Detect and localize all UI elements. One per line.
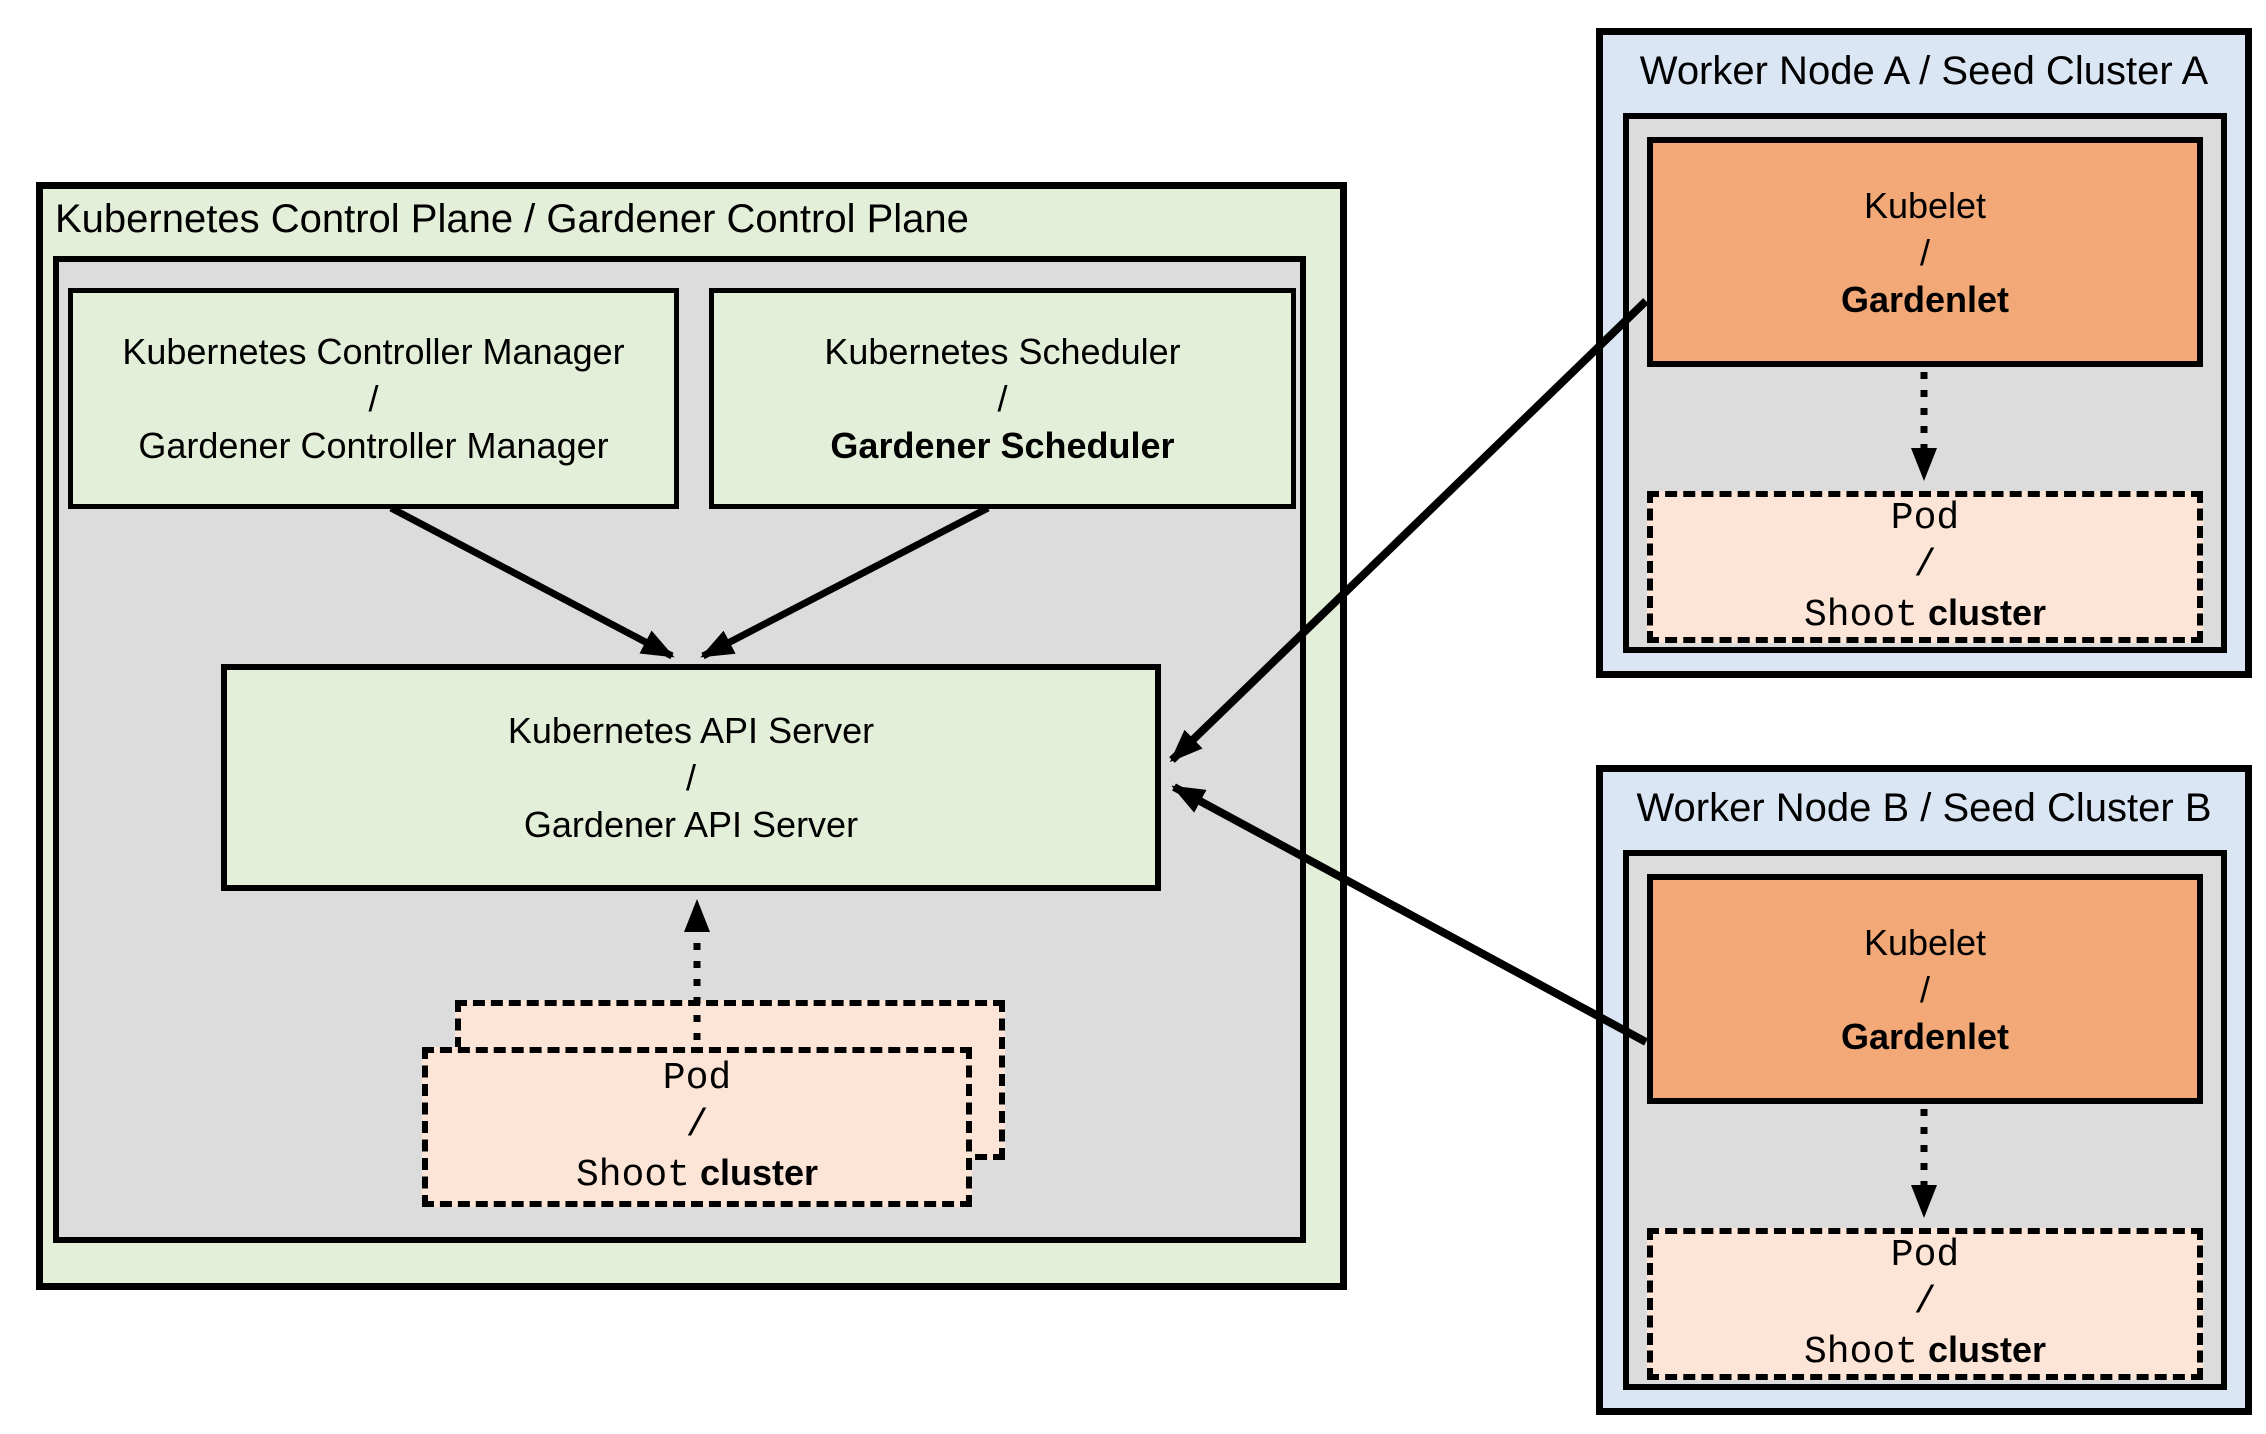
kubelet-a-label-bottom: Gardenlet xyxy=(1840,278,2010,320)
kubelet-b-label-top: Kubelet xyxy=(1863,921,1987,963)
cluster-a-label: cluster xyxy=(1927,592,2047,633)
kubelet-b-box: Kubelet / Gardenlet xyxy=(1647,874,2203,1104)
scheduler-label-top: Kubernetes Scheduler xyxy=(824,331,1181,372)
worker-node-b-box: Worker Node B / Seed Cluster B Kubelet /… xyxy=(1596,765,2252,1415)
scheduler-box: Kubernetes Scheduler / Gardener Schedule… xyxy=(709,288,1296,509)
api-server-separator: / xyxy=(685,757,696,798)
shoot-b-label: Shoot xyxy=(1803,1331,1918,1374)
controller-manager-box: Kubernetes Controller Manager / Gardener… xyxy=(68,288,679,509)
kubelet-b-separator: / xyxy=(1919,968,1930,1010)
api-server-label-top: Kubernetes API Server xyxy=(507,710,875,751)
pod-b-separator: / xyxy=(1913,1281,1937,1324)
scheduler-separator: / xyxy=(997,378,1008,419)
kubelet-a-box: Kubelet / Gardenlet xyxy=(1647,137,2203,367)
scheduler-label-bottom: Gardener Scheduler xyxy=(830,425,1175,466)
controller-manager-label-top: Kubernetes Controller Manager xyxy=(122,331,625,372)
shoot-a-label: Shoot xyxy=(1803,594,1918,637)
cluster-b-label: cluster xyxy=(1927,1329,2047,1370)
controller-manager-label-bottom: Gardener Controller Manager xyxy=(138,425,609,466)
kubelet-a-label-top: Kubelet xyxy=(1863,184,1987,226)
shoot-label: Shoot xyxy=(575,1154,690,1197)
pod-label: Pod xyxy=(662,1057,732,1100)
pod-b-label: Pod xyxy=(1890,1234,1960,1277)
worker-node-a-box: Worker Node A / Seed Cluster A Kubelet /… xyxy=(1596,28,2252,678)
pod-separator: / xyxy=(685,1104,709,1147)
kubelet-a-separator: / xyxy=(1919,231,1930,273)
control-plane-title: Kubernetes Control Plane / Gardener Cont… xyxy=(55,197,969,241)
control-plane-box: Kubernetes Control Plane / Gardener Cont… xyxy=(36,182,1347,1290)
api-server-box: Kubernetes API Server / Gardener API Ser… xyxy=(221,664,1161,891)
kubelet-b-label-bottom: Gardenlet xyxy=(1840,1015,2010,1057)
pod-a-separator: / xyxy=(1913,544,1937,587)
controller-manager-separator: / xyxy=(368,378,379,419)
worker-node-a-title: Worker Node A / Seed Cluster A xyxy=(1639,49,2209,93)
control-plane-inner-box: Kubernetes Controller Manager / Gardener… xyxy=(53,256,1306,1243)
api-server-label-bottom: Gardener API Server xyxy=(523,804,859,845)
cluster-label: cluster xyxy=(699,1152,819,1193)
worker-node-b-title: Worker Node B / Seed Cluster B xyxy=(1636,786,2212,830)
pod-a-label: Pod xyxy=(1890,497,1960,540)
